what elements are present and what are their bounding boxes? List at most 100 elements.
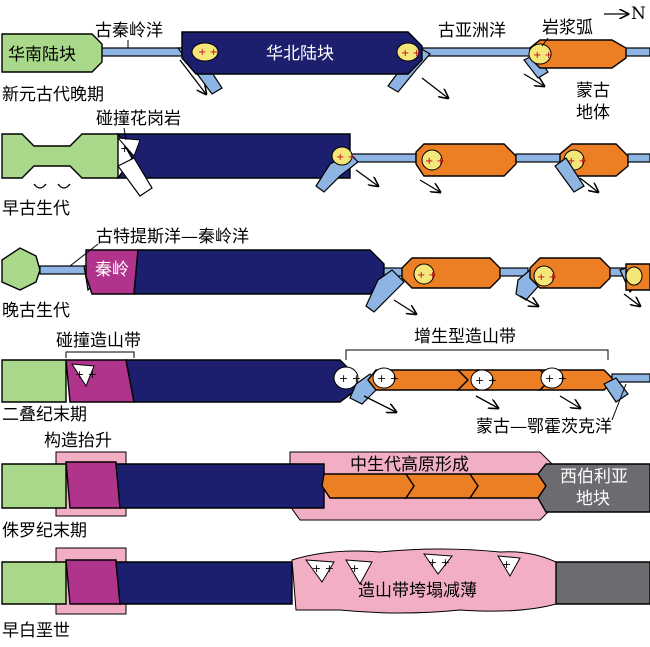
ocean-slab bbox=[611, 373, 650, 383]
north-china-block bbox=[116, 133, 351, 179]
granite-marks: + + bbox=[567, 156, 587, 167]
south-china-block bbox=[1, 133, 119, 179]
north-china-block bbox=[181, 31, 423, 75]
collision-granite bbox=[71, 363, 95, 388]
ocean-slab-qinling bbox=[99, 47, 183, 57]
stage-label: 早古生代 bbox=[2, 199, 70, 219]
ocean-slab-asia bbox=[419, 47, 533, 57]
north-label: N bbox=[631, 4, 646, 24]
granite-marks: + + bbox=[336, 152, 356, 163]
granite-marks: + bbox=[120, 142, 129, 155]
south-china-block bbox=[1, 359, 67, 403]
collision-granite bbox=[116, 137, 141, 157]
north-china-block bbox=[133, 249, 385, 295]
mongolia-terrane bbox=[468, 473, 547, 499]
subduction-arrow bbox=[475, 395, 498, 408]
subduction-arrow bbox=[421, 77, 448, 98]
panel-late-jurassic: 构造抬升 中生代高原形成 西伯利亚 地块 侏罗纪末期 bbox=[1, 431, 650, 541]
collision-orogen-label: 碰撞造山带 bbox=[56, 331, 141, 351]
stage-label: 早白垩世 bbox=[2, 621, 70, 641]
collision-granite bbox=[497, 555, 521, 577]
leader-line bbox=[541, 37, 549, 47]
qinling-block bbox=[85, 249, 139, 295]
north-china-block bbox=[115, 463, 325, 509]
magmatic-arc bbox=[421, 149, 443, 171]
ocean-slab bbox=[349, 153, 417, 163]
qinling-label: 秦岭 bbox=[95, 260, 129, 280]
subduction-arrow bbox=[363, 395, 396, 412]
south-china-block bbox=[1, 247, 41, 291]
subducting-slab bbox=[365, 269, 405, 313]
subduction-arrow bbox=[579, 177, 598, 192]
bracket bbox=[65, 351, 135, 358]
collision-granite bbox=[372, 367, 396, 389]
granite-marks: + + bbox=[533, 50, 553, 61]
subducting-slab bbox=[603, 377, 629, 403]
magmatic-arc bbox=[413, 263, 435, 285]
ocean-slab bbox=[515, 153, 565, 163]
panel-early-paleozoic: + + + + + + + 碰撞花岗岩 早古生代 bbox=[1, 109, 650, 219]
collision-granite bbox=[422, 553, 453, 575]
collision-granite bbox=[333, 366, 359, 390]
stage-label: 新元古代晚期 bbox=[2, 85, 104, 105]
granite-marks: + + bbox=[417, 270, 437, 281]
mongolia-label-2: 地体 bbox=[576, 103, 610, 123]
stage-label: 晚古生代 bbox=[2, 301, 70, 321]
subducting-slab bbox=[554, 157, 585, 193]
collision-granite-label: 碰撞花岗岩 bbox=[96, 109, 181, 129]
plateau-label: 中生代高原形成 bbox=[350, 455, 469, 475]
ocean-label: 古特提斯洋—秦岭洋 bbox=[96, 227, 249, 247]
granite-marks: + + bbox=[425, 156, 445, 167]
granite-marks: + + bbox=[537, 272, 557, 283]
leader-line bbox=[123, 127, 127, 141]
collision-granite bbox=[470, 369, 494, 391]
bracket bbox=[345, 349, 609, 360]
collision-granite bbox=[540, 367, 564, 389]
ocean-slab bbox=[627, 153, 650, 163]
south-china-label: 华南陆块 bbox=[8, 45, 76, 65]
ocean-slab-east bbox=[623, 47, 650, 57]
panel-early-cretaceous: + + + + + + 造山带垮塌减薄 早白垩世 bbox=[1, 547, 650, 641]
siberia-label-2: 地块 bbox=[576, 489, 610, 509]
stage-label: 二叠纪末期 bbox=[2, 405, 87, 425]
detached-slab bbox=[117, 157, 153, 197]
subduction-arrow bbox=[179, 59, 206, 94]
leader-line bbox=[69, 243, 99, 267]
mongolia-terrane bbox=[415, 143, 517, 177]
granite-marks: + + bbox=[428, 556, 450, 569]
stage-label: 侏罗纪末期 bbox=[2, 521, 87, 541]
north-china-block bbox=[115, 561, 293, 605]
ocean-label: 蒙古—鄂霍茨克洋 bbox=[476, 417, 612, 437]
magmatic-arc bbox=[191, 42, 219, 62]
magmatic-arc bbox=[331, 146, 353, 166]
collision-granite bbox=[345, 559, 373, 586]
mongolia-label-1: 蒙古 bbox=[576, 81, 610, 101]
granite-marks: + + bbox=[475, 374, 497, 387]
ocean-qinling-label: 古秦岭洋 bbox=[95, 21, 163, 41]
collapse-label: 造山带垮塌减薄 bbox=[358, 581, 477, 601]
granite-marks: + + bbox=[377, 372, 399, 385]
granite-marks: + + bbox=[545, 372, 567, 385]
subduction-arrow bbox=[393, 299, 416, 314]
north-arrow: N bbox=[604, 4, 646, 24]
subduction-arrow bbox=[523, 73, 544, 86]
subduction-arrow bbox=[559, 395, 580, 408]
north-china-block bbox=[125, 359, 357, 403]
north-china-label: 华北陆块 bbox=[266, 44, 334, 64]
granite-marks: + + bbox=[401, 48, 421, 59]
subduction-arrow bbox=[355, 169, 378, 186]
granite-marks: + + bbox=[339, 372, 361, 385]
rotation-arrow bbox=[33, 183, 47, 189]
magmatic-arc bbox=[396, 42, 420, 62]
granite-marks: + + bbox=[312, 562, 334, 575]
south-china-block bbox=[1, 33, 103, 73]
siberia-block bbox=[555, 561, 650, 605]
granite-marks: + + bbox=[198, 47, 218, 58]
magmatic-arc bbox=[625, 266, 643, 286]
siberia-label-1: 西伯利亚 bbox=[560, 467, 628, 487]
subduction-arrow bbox=[623, 293, 640, 306]
panel-late-permian: + + + + + + + + + + 碰撞造山带 增生型造山带 蒙古—鄂霍茨克… bbox=[1, 327, 650, 437]
panel-late-paleozoic: 秦岭 + + + + 古特提斯洋—秦岭洋 晚古生代 bbox=[1, 227, 650, 321]
uplift-label: 构造抬升 bbox=[44, 431, 112, 451]
